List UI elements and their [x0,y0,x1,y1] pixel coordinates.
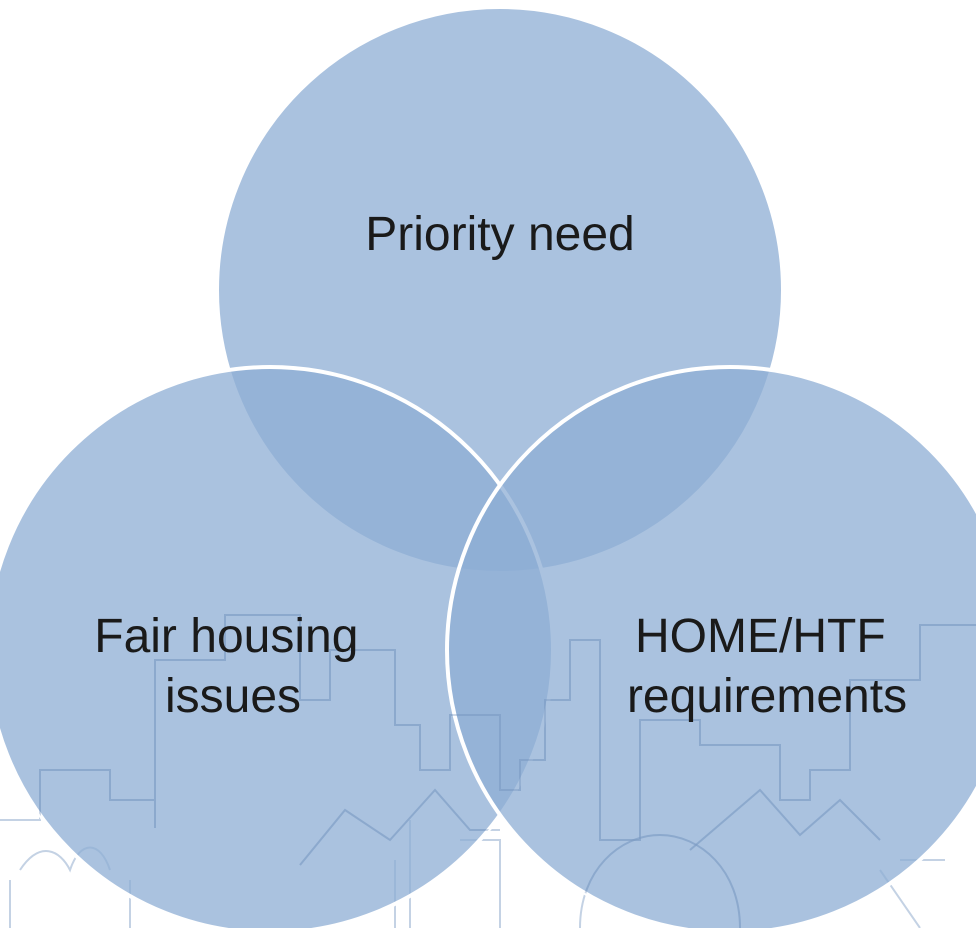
label-fair-housing-line-1: Fair housing [94,610,358,663]
label-home-htf-line-1: HOME/HTF [635,610,886,663]
venn-circles [0,5,976,928]
label-home-htf-line-2: requirements [627,670,907,723]
label-priority-need-line-1: Priority need [365,208,634,261]
skyline-through-circles [0,614,976,928]
label-fair-housing-line-2: issues [165,670,301,723]
label-fair-housing-issues: Fair housing issues [94,610,371,723]
circle-home-htf-requirements [445,365,976,928]
label-priority-need: Priority need [365,208,634,261]
label-home-htf-requirements: HOME/HTF requirements [627,610,907,723]
